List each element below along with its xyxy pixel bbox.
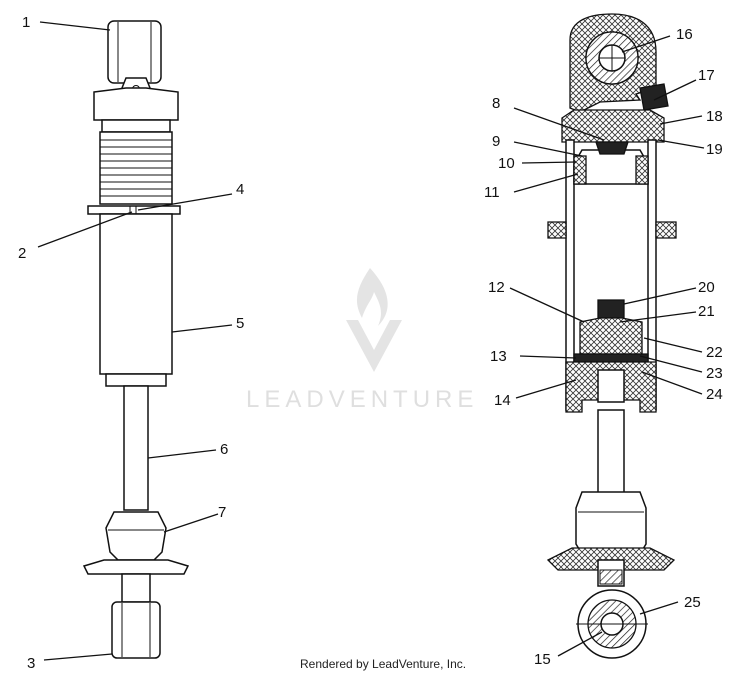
- callout-10: 10: [498, 155, 515, 172]
- left-shock-assembly: [82, 20, 190, 659]
- leader-lines: [37, 21, 705, 661]
- footer-credit: Rendered by LeadVenture, Inc.: [300, 657, 466, 671]
- callout-8: 8: [492, 95, 500, 112]
- callout-12: 12: [488, 279, 505, 296]
- callout-21: 21: [698, 303, 715, 320]
- callout-2: 2: [18, 245, 26, 262]
- callout-5: 5: [236, 315, 244, 332]
- callout-19: 19: [706, 141, 723, 158]
- callout-14: 14: [494, 392, 511, 409]
- watermark-text: LEADVENTURE: [246, 386, 478, 413]
- right-shock-cross-section: [546, 13, 677, 659]
- callout-3: 3: [27, 655, 35, 672]
- callout-20: 20: [698, 279, 715, 296]
- callout-23: 23: [706, 365, 723, 382]
- callout-25: 25: [684, 594, 701, 611]
- leadventure-watermark-logo: LEADVENTURE: [246, 268, 478, 413]
- callout-7: 7: [218, 504, 226, 521]
- callout-18: 18: [706, 108, 723, 125]
- callout-6: 6: [220, 441, 228, 458]
- part-callouts: 1 2 3 4 5 6 7 8 9 10 11 12 13 14 15 16 1…: [18, 14, 723, 672]
- callout-9: 9: [492, 133, 500, 150]
- body-thread-lines: [100, 139, 172, 197]
- callout-15: 15: [534, 651, 551, 668]
- callout-13: 13: [490, 348, 507, 365]
- callout-22: 22: [706, 344, 723, 361]
- callout-24: 24: [706, 386, 723, 403]
- callout-17: 17: [698, 67, 715, 84]
- callout-11: 11: [484, 184, 500, 201]
- callout-4: 4: [236, 181, 244, 198]
- callout-16: 16: [676, 26, 693, 43]
- callout-1: 1: [22, 14, 30, 31]
